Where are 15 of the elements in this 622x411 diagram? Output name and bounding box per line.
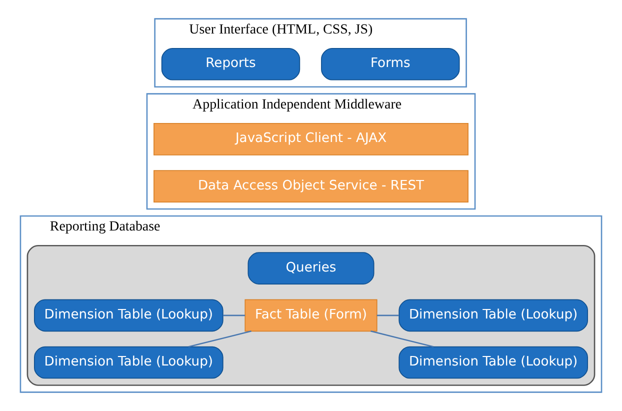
node-box: Fact Table (Form) bbox=[244, 299, 378, 332]
connector bbox=[223, 314, 246, 316]
node-box: Dimension Table (Lookup) bbox=[34, 299, 224, 332]
cluster bbox=[26, 244, 596, 386]
node-box: Dimension Table (Lookup) bbox=[398, 299, 588, 332]
node-box: Reports bbox=[161, 48, 300, 80]
connector bbox=[188, 330, 252, 348]
node-box: Forms bbox=[321, 48, 460, 80]
node-box: Data Access Object Service - REST bbox=[154, 170, 468, 202]
connector bbox=[370, 330, 434, 348]
node-box: Dimension Table (Lookup) bbox=[34, 346, 224, 379]
node-box: JavaScript Client - AJAX bbox=[154, 123, 468, 156]
node-box: Queries bbox=[248, 252, 374, 284]
connector bbox=[376, 314, 399, 316]
node-box: Dimension Table (Lookup) bbox=[398, 346, 588, 379]
